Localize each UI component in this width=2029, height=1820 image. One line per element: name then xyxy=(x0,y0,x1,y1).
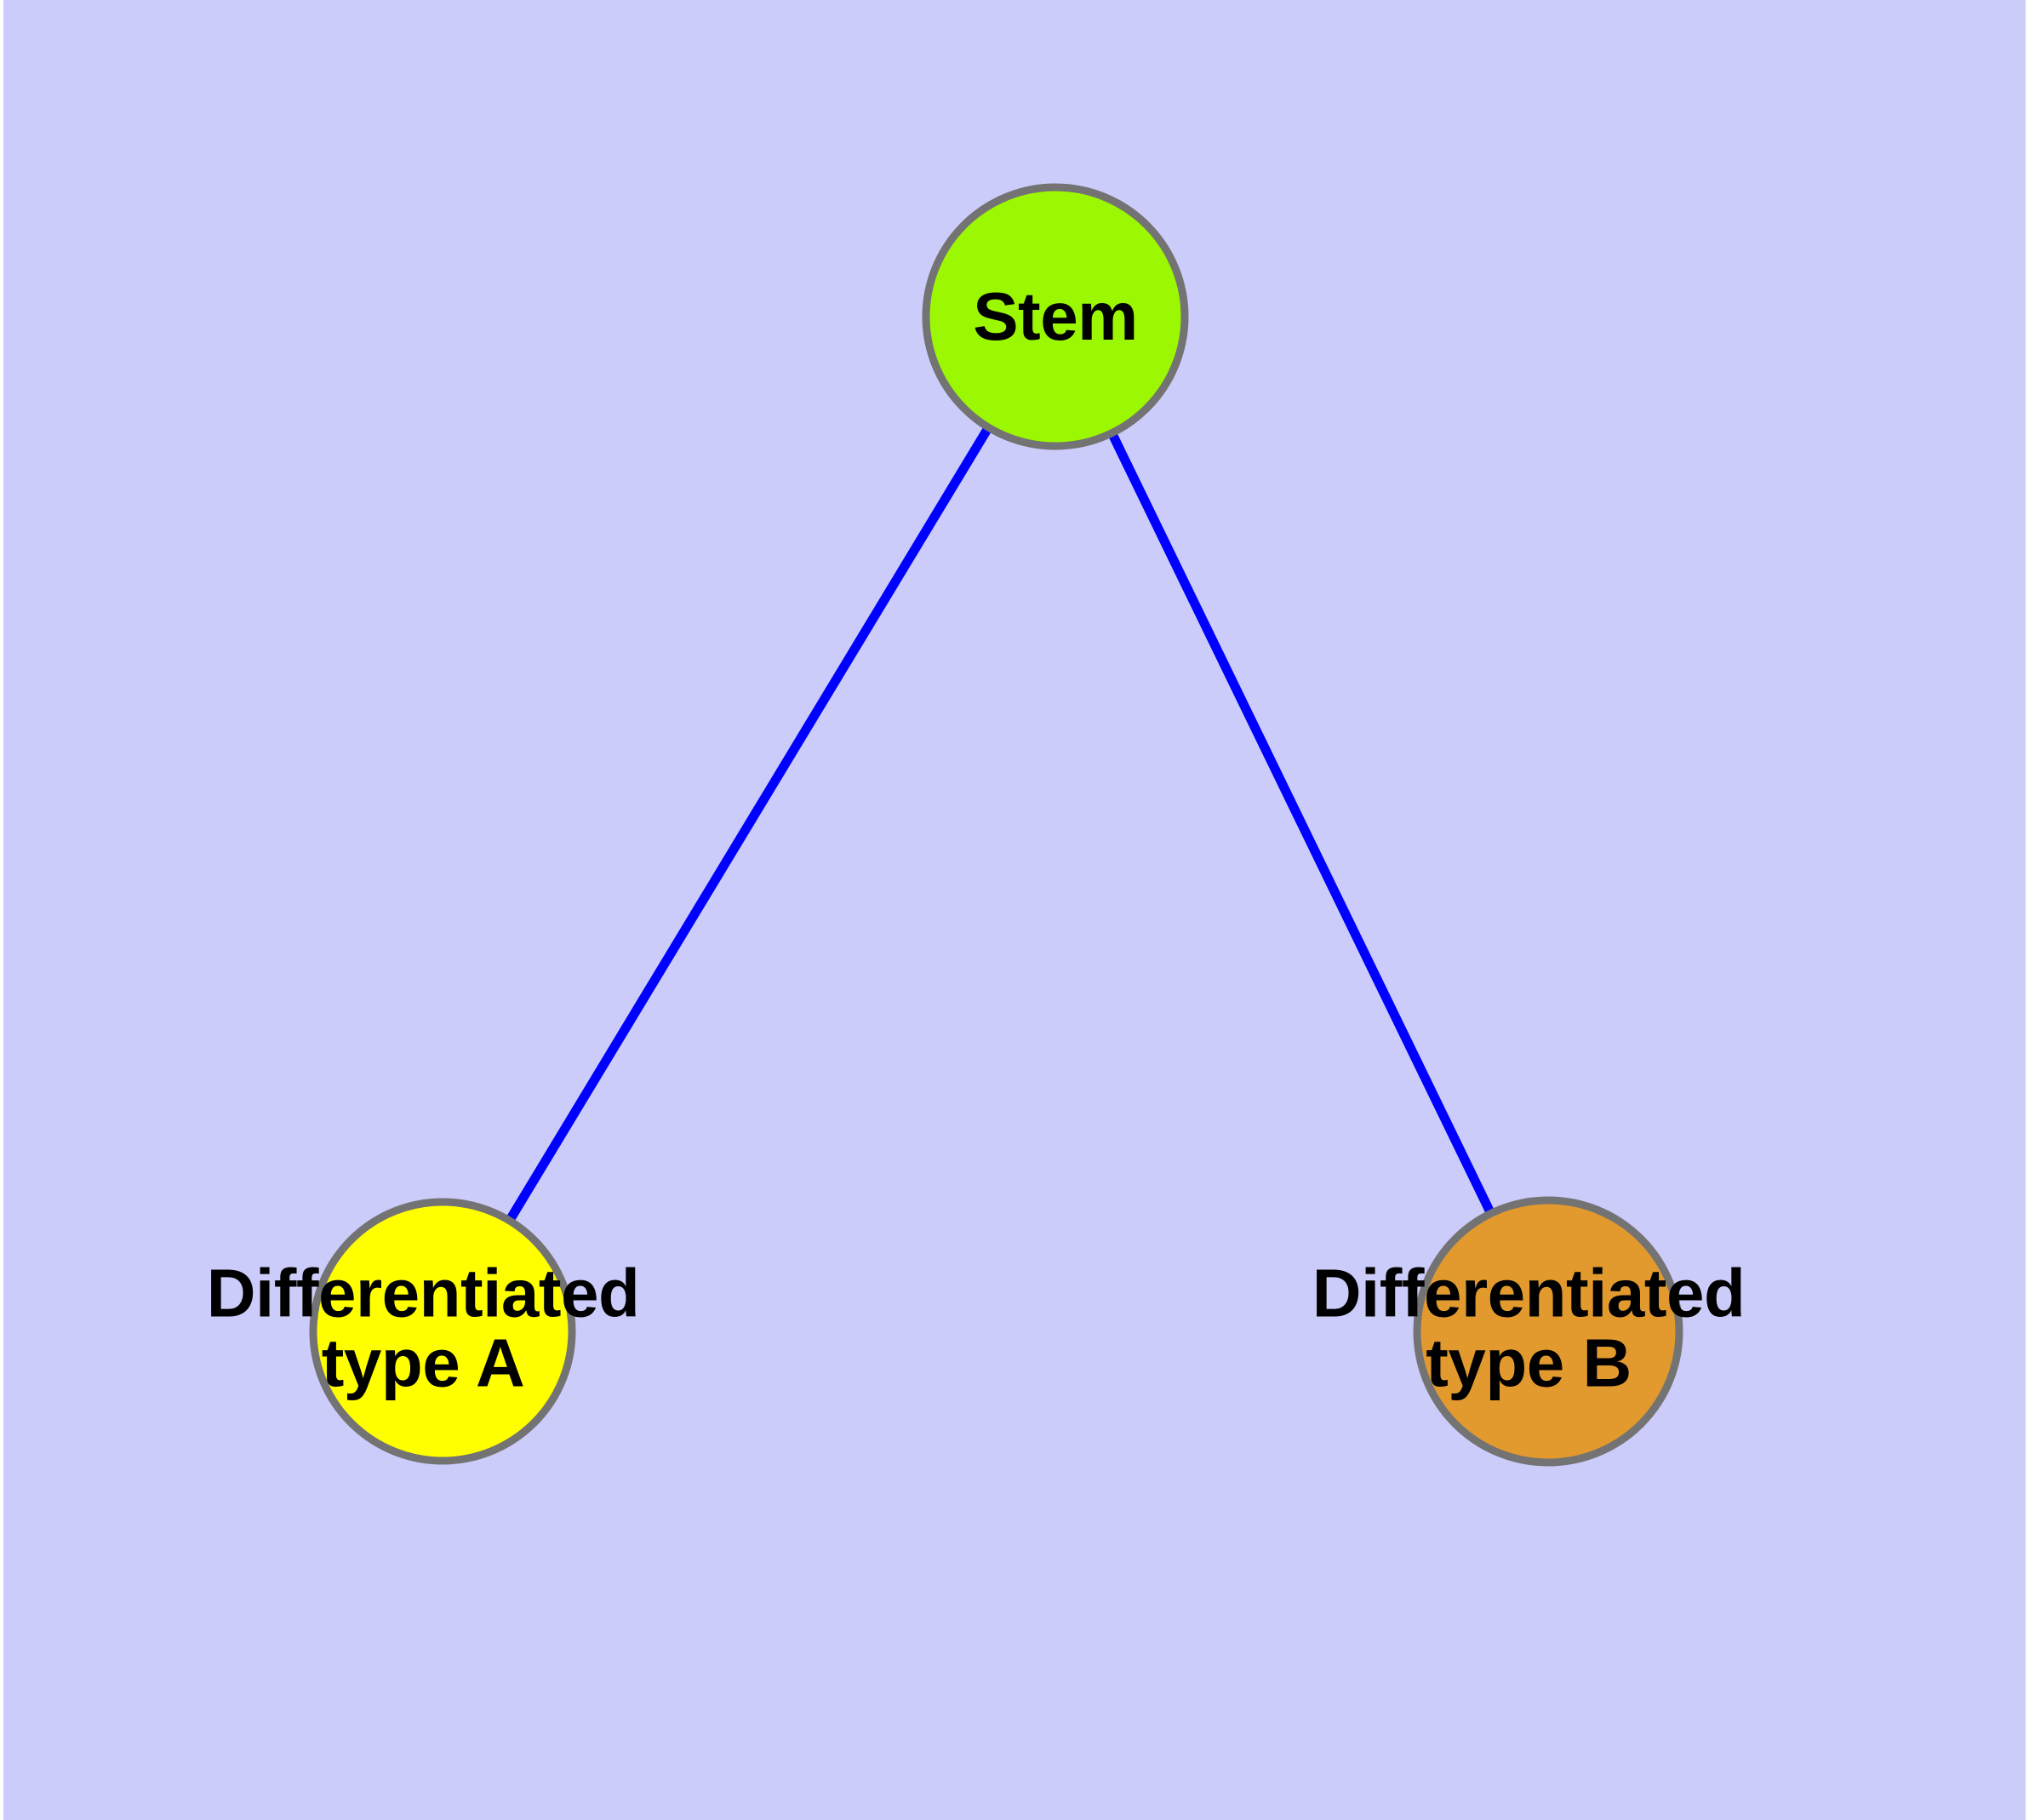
edges-layer xyxy=(502,421,1498,1228)
graph-node-diff_a[interactable] xyxy=(309,1198,576,1465)
graph-node-diff_b[interactable] xyxy=(1413,1196,1683,1467)
graph-edge-stem-to-diff_b xyxy=(1105,426,1498,1221)
graph-edge-stem-to-diff_a xyxy=(502,421,996,1228)
nodes-layer xyxy=(309,183,1683,1467)
graph-node-stem[interactable] xyxy=(922,183,1189,450)
